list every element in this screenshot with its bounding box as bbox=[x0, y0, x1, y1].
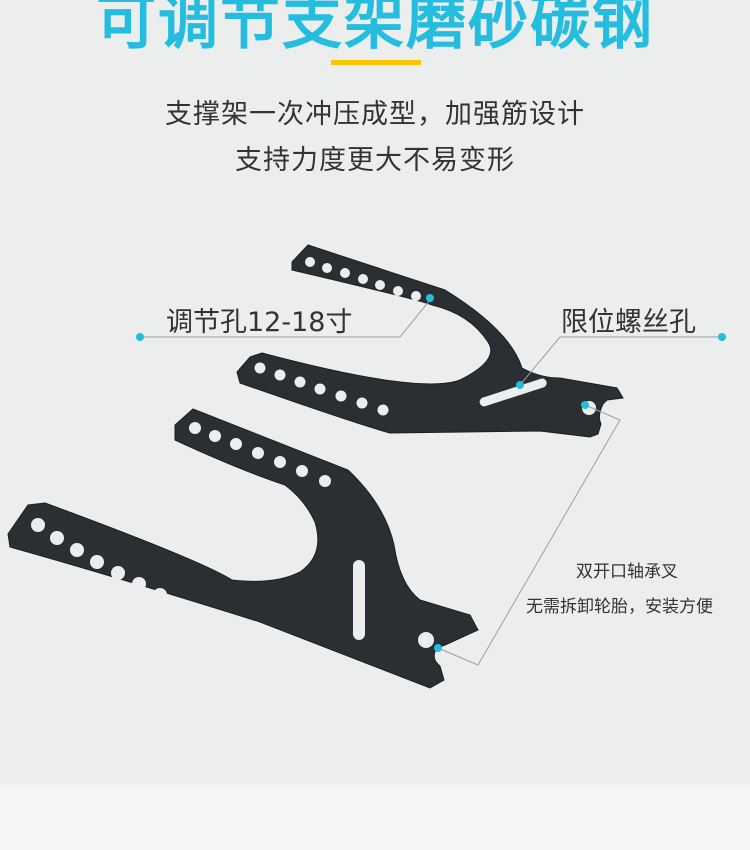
front-bracket-slot bbox=[353, 560, 365, 640]
callout-fork-line-2: 无需拆卸轮胎，安装方便 bbox=[526, 597, 713, 617]
back-bracket-lower-holes bbox=[254, 362, 389, 416]
front-bracket bbox=[7, 408, 479, 689]
front-bracket-upper-holes bbox=[189, 422, 331, 487]
subtitle-line-2: 支持力度更大不易变形 bbox=[235, 145, 515, 176]
back-bracket-plate bbox=[236, 244, 624, 438]
dot-limit-screw-end bbox=[718, 333, 726, 341]
back-bracket bbox=[236, 244, 624, 438]
dot-limit-screw-target bbox=[516, 381, 524, 389]
subtitle-line-1: 支撑架一次冲压成型，加强筋设计 bbox=[165, 99, 585, 130]
callout-adjust-holes: 调节孔12-18寸 bbox=[166, 307, 353, 338]
title-divider bbox=[331, 60, 421, 65]
callout-leader-lines bbox=[140, 299, 722, 666]
dot-fork-back bbox=[581, 401, 589, 409]
callout-fork-line-1: 双开口轴承叉 bbox=[576, 562, 678, 582]
leader-fork bbox=[437, 404, 621, 666]
callout-dots bbox=[136, 294, 726, 652]
dot-fork-front bbox=[434, 644, 442, 652]
leader-limit-screw-hole bbox=[519, 336, 722, 386]
leader-adjust-holes bbox=[140, 299, 431, 338]
back-bracket-upper-holes bbox=[305, 257, 421, 301]
front-bracket-lower-holes bbox=[31, 518, 167, 602]
callout-limit-screw-hole: 限位螺丝孔 bbox=[561, 307, 696, 338]
dot-adjust-holes-end bbox=[136, 333, 144, 341]
dot-adjust-holes-target bbox=[426, 294, 434, 302]
front-bracket-fork-opening bbox=[418, 632, 434, 648]
back-bracket-slot bbox=[479, 378, 547, 407]
page-title: 可调节支架磨砂碳钢 bbox=[96, 0, 654, 58]
